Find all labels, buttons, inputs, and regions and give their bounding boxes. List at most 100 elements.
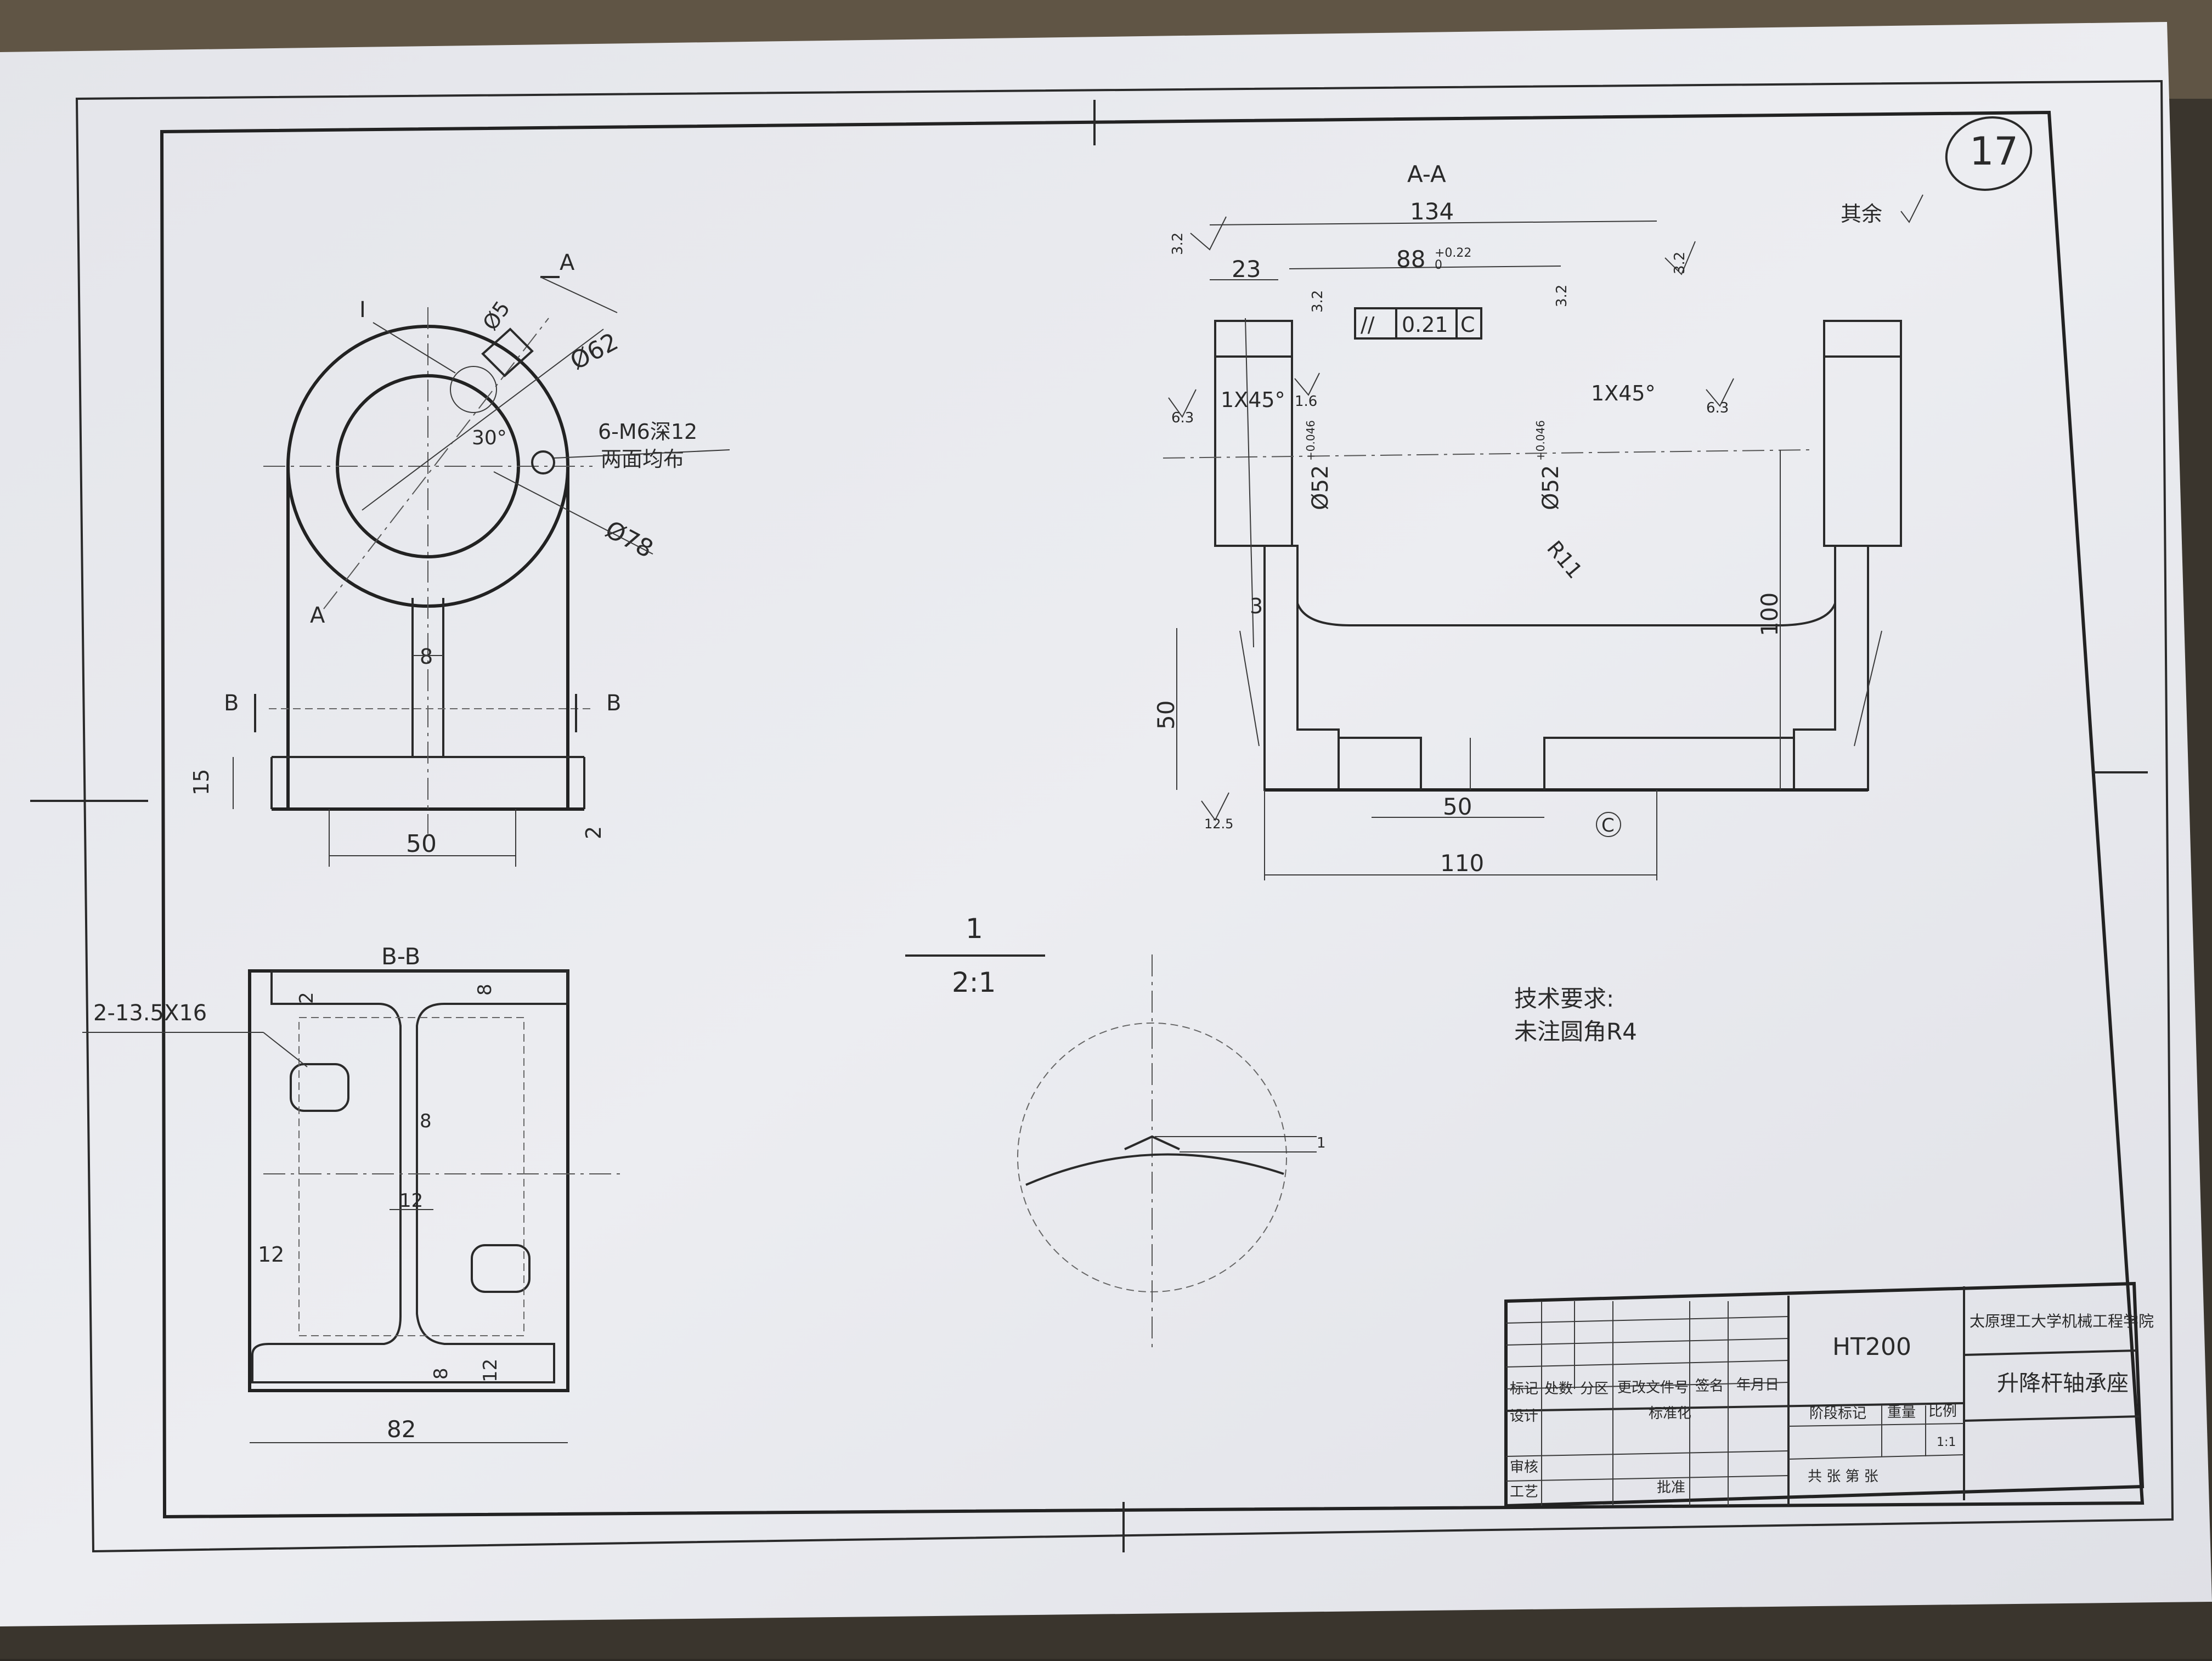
slot-leader [263,1032,308,1067]
rough-mark-63-right [1706,378,1734,407]
outer-border [75,80,2174,1553]
front-view: I A A Ø5 Ø62 30° 6-M6深12 两面均布 Ø78 8 B B … [189,250,730,867]
tol-phi52-right: +0.046 [1534,420,1547,461]
section-aa-view: A-A 134 88 +0.22 0 23 // 0.21 C [1153,161,1902,880]
i-beam-hatch [251,970,569,1383]
rough-32-d: 3.2 [1554,285,1570,307]
tb-row-2 [1505,1338,1789,1346]
tol-88: +0.22 [1435,246,1471,260]
chamfer-right: 1X45° [1591,381,1656,405]
tol-value: 0.21 [1402,313,1448,337]
tb-standard: 标准化 [1649,1405,1691,1422]
bb-hidden-box [298,1017,524,1336]
label-A-bottom: A [310,603,325,628]
section-bb-view: B-B 2-13.5X16 2 8 8 12 12 8 12 82 [82,943,625,1443]
tb-h-doc: 更改文件号 [1617,1380,1689,1396]
detail-dim-1: 1 [1317,1135,1326,1151]
label-A-top: A [560,250,575,275]
bb-dim-82: 82 [387,1416,416,1443]
tb-row-5 [1505,1402,1965,1412]
chamfer-left: 1X45° [1221,388,1285,412]
surface-rest-mark [1900,194,1923,223]
tb-part-name: 升降杆轴承座 [1997,1371,2129,1396]
inner-bottom-curve [1296,603,1836,626]
rough-125: 12.5 [1204,816,1233,832]
rough-63-left: 6.3 [1171,410,1194,426]
thread-hole [531,450,555,474]
tb-outline [1504,1281,2145,1508]
dim-phi52-left: Ø52 [1308,465,1333,510]
rough-mark-2 [1664,241,1696,275]
leader-A [540,276,618,313]
rough-32-b: 3.2 [1672,252,1688,274]
dim-8: 8 [420,645,433,669]
bb-dim-8a: 8 [474,984,496,996]
detail-notch [1124,1135,1180,1150]
tb-h-date: 年月日 [1736,1377,1779,1393]
detail-view: 1 2:1 1 [905,913,1326,1349]
label-B-right: B [606,691,621,716]
rough-32-c: 3.2 [1310,290,1326,313]
dim-50: 50 [406,830,437,858]
dim-angle: 30° [472,427,507,449]
rough-32-a: 3.2 [1170,233,1186,255]
left-bearing [1214,355,1293,547]
rough-63-right: 6.3 [1706,400,1729,416]
tol-phi52-left: +0.046 [1304,420,1317,461]
tb-row-4 [1505,1382,1789,1389]
dim-50v: 50 [1153,700,1180,730]
dim-88: 88 [1396,246,1425,273]
dim-50h: 50 [1443,793,1472,820]
dim-15: 15 [189,769,213,795]
tol-88-lower: 0 [1435,258,1442,272]
tb-h-zone: 分区 [1580,1381,1609,1397]
rough-16: 1.6 [1295,393,1317,410]
dim-line-phi62 [362,329,604,511]
tol-symbol: // [1361,313,1375,337]
title-block: HT200 太原理工大学机械工程学院 升降杆轴承座 标记 处数 分区 更改文件号… [1504,1281,2154,1508]
tb-h-count: 处数 [1544,1381,1573,1397]
bb-dim-2: 2 [296,992,318,1004]
slot-upper [290,1063,349,1112]
dim-110: 110 [1440,850,1484,877]
paper-sheet [0,22,2212,1626]
dim-line-phi78 [493,471,653,555]
bb-dim-12c: 12 [479,1359,501,1382]
tb-row-8 [1788,1423,1965,1427]
tb-sheets: 共 张 第 张 [1808,1468,1878,1485]
tb-review: 审核 [1510,1459,1538,1476]
rough-mark-16 [1294,372,1320,396]
tb-approve: 批准 [1657,1479,1685,1496]
datum-C: C [1601,815,1615,837]
tol-ref: C [1460,313,1475,337]
tb-weight: 重量 [1887,1404,1916,1421]
dim-line-88 [1289,265,1561,269]
rough-mark-125 [1201,792,1229,821]
bb-dim-12b: 12 [258,1242,284,1267]
tb-ratio-val: 1:1 [1937,1436,1956,1449]
sheet-number: 17 [1970,129,2018,174]
dim-23: 23 [1232,256,1261,283]
rough-mark-63-left [1168,389,1197,418]
left-wall-hatch [1263,545,1340,791]
rough-mark-1 [1190,216,1227,251]
tb-row-6 [1505,1450,1789,1457]
tb-h-mark: 标记 [1510,1381,1538,1397]
oil-boss [481,327,534,377]
taper-left [1245,318,1254,648]
sheet-number-circle [1945,116,2033,191]
bb-dim-8c: 8 [430,1368,452,1380]
slot-note: 2-13.5X16 [93,1001,207,1026]
bb-dim-8b: 8 [420,1110,432,1132]
dim-100: 100 [1756,592,1783,636]
note-thread-2: 两面均布 [601,447,684,471]
detail-num: 1 [966,913,983,945]
tb-school: 太原理工大学机械工程学院 [1970,1312,2154,1330]
section-bb-title: B-B [381,943,420,970]
draft-right [1854,630,1882,747]
tech-req-line1: 未注圆角R4 [1514,1018,1637,1045]
dim-2: 2 [582,826,606,839]
tb-design: 设计 [1510,1408,1538,1425]
